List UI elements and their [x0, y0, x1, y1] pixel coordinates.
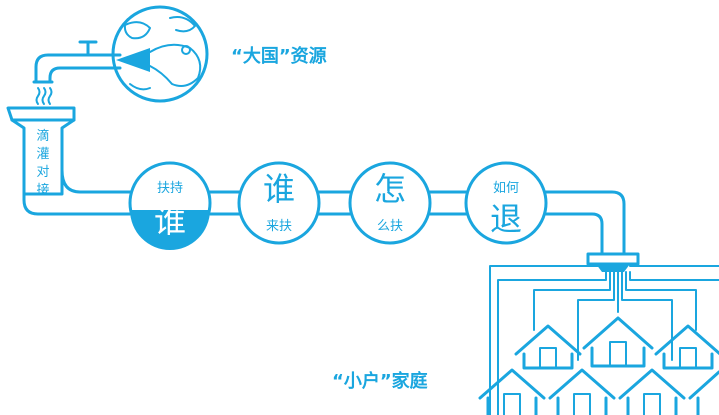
water-drop-icon — [35, 87, 53, 105]
funnel-char: 接 — [36, 182, 49, 198]
label-households: “小户”家庭 — [332, 370, 428, 392]
node-4: 如何 退 — [464, 161, 548, 245]
distributor — [586, 252, 640, 272]
label-resources: “大国”资源 — [231, 45, 327, 67]
node-4-big: 退 — [490, 200, 522, 238]
node-1: 扶持 谁 — [128, 161, 212, 250]
funnel: 滴 灌 对 接 — [6, 106, 76, 198]
faucet-icon — [32, 40, 122, 84]
node-2-big: 谁 — [263, 170, 295, 208]
house-icon — [548, 368, 616, 415]
houses — [478, 316, 719, 415]
house-icon — [688, 370, 719, 415]
house-icon — [618, 368, 686, 415]
house-icon — [654, 324, 719, 370]
node-3-big: 怎 — [374, 170, 406, 208]
house-icon — [478, 368, 546, 415]
node-2-small: 来扶 — [266, 219, 292, 234]
house-icon — [582, 316, 654, 368]
node-2: 谁 来扶 — [237, 161, 321, 245]
funnel-char: 对 — [36, 165, 49, 180]
node-1-big: 谁 — [154, 202, 186, 240]
funnel-char: 滴 — [36, 128, 49, 144]
node-4-small: 如何 — [493, 180, 519, 196]
node-1-small: 扶持 — [157, 181, 183, 196]
globe-icon — [111, 5, 209, 103]
pipe — [22, 168, 626, 256]
node-3: 怎 么扶 — [348, 161, 432, 245]
house-icon — [514, 324, 582, 370]
distribution-lines — [489, 265, 719, 415]
node-3-small: 么扶 — [377, 219, 403, 234]
funnel-char: 灌 — [36, 147, 49, 162]
